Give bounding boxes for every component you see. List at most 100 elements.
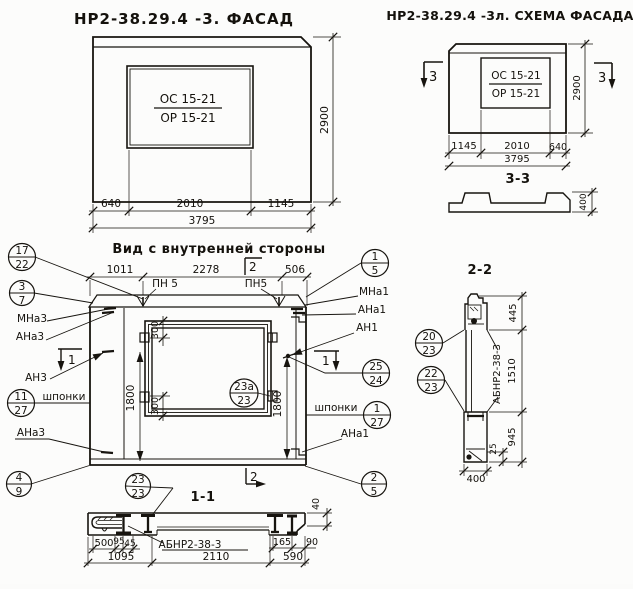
section-mark-1: 1 xyxy=(68,353,76,367)
svg-text:АНа1: АНа1 xyxy=(358,304,386,316)
section-mark-2: 2 xyxy=(249,260,257,274)
svg-text:25: 25 xyxy=(369,361,382,373)
s11-dim-row1: 500 95 45 xyxy=(88,537,140,554)
pn5-right-leader xyxy=(260,288,278,300)
dim-25: 25 xyxy=(489,443,499,454)
svg-text:1: 1 xyxy=(372,251,379,263)
s11-dim-right: 165 90 xyxy=(268,537,318,553)
title-inner-view: Вид с внутренней стороны xyxy=(112,242,325,257)
dim-1145: 1145 xyxy=(268,198,295,210)
s11-dim-40: 40 xyxy=(307,498,332,531)
label-ana1-bottom: АНа1 xyxy=(301,428,369,453)
dim-1800: 1800 xyxy=(125,385,137,412)
s11-profiles xyxy=(116,514,297,535)
anchor-marks-right-column xyxy=(282,307,306,456)
section-mark-3: 3 xyxy=(429,70,437,85)
inner-dim-row-top: 1011 2278 506 xyxy=(85,264,312,306)
section-mark-1: 1 xyxy=(322,354,330,368)
dim-95: 95 xyxy=(113,537,124,547)
schema-view: ОС 15-21 ОР 15-21 3 3 2900 1145 2010 640 xyxy=(420,39,616,217)
s22-dim-400: 400 xyxy=(459,464,492,485)
schema-ext-lines xyxy=(448,110,567,159)
dim-1095: 1095 xyxy=(108,551,135,563)
svg-text:АН1: АН1 xyxy=(356,322,378,334)
pn5-right-label: ПН5 xyxy=(245,278,267,290)
callout-1-27: 1 27 шпонки xyxy=(306,400,392,430)
svg-text:23: 23 xyxy=(237,395,250,407)
dim-2278: 2278 xyxy=(193,264,220,276)
section-1-1: 1-1 АБНР2-38-3 xyxy=(83,490,332,568)
callout-23a-23: 23а 23 xyxy=(229,378,271,408)
facade-view: ОС 15-21 ОР 15-21 640 2010 1145 3795 290… xyxy=(88,32,341,233)
title-schema: НР2-38.29.4 -3л. СХЕМА ФАСАДА xyxy=(386,8,633,23)
window-anchor-plates xyxy=(139,332,278,403)
dim-2010: 2010 xyxy=(504,141,529,152)
dim-3795: 3795 xyxy=(504,154,529,165)
s22-dim-25: 25 xyxy=(487,443,508,467)
facade-extension-lines xyxy=(92,36,341,233)
dim-1510: 1510 xyxy=(507,358,518,383)
callout-4-9: 4 9 xyxy=(5,464,92,498)
section-mark-3: 3 xyxy=(598,71,606,86)
svg-text:МНа3: МНа3 xyxy=(17,313,47,325)
svg-text:4: 4 xyxy=(16,472,23,484)
dim-165: 165 xyxy=(273,537,291,548)
facade-dim-row1: 640 2010 1145 xyxy=(88,198,316,216)
svg-text:АНа1: АНа1 xyxy=(341,428,369,440)
callout-1-5: 1 5 xyxy=(305,248,390,298)
callout-11-27: 11 27 шпонки xyxy=(6,388,90,418)
s22-dim-column: 445 1510 945 xyxy=(479,291,527,468)
facade-window-inner xyxy=(129,68,251,146)
dim-2900: 2900 xyxy=(318,106,331,134)
section-mark-2: 2 xyxy=(250,470,258,484)
dim-300: 300 xyxy=(150,397,161,415)
svg-text:27: 27 xyxy=(14,405,27,417)
dim-2010: 2010 xyxy=(177,198,204,210)
dim-506: 506 xyxy=(285,264,305,276)
inner-window-frame xyxy=(144,320,272,417)
callout-23-23: 23 23 xyxy=(124,472,174,515)
svg-text:23: 23 xyxy=(131,488,144,500)
s22-bottom-node xyxy=(463,411,488,463)
svg-text:7: 7 xyxy=(19,295,26,307)
schema-window-opening xyxy=(480,57,551,109)
svg-text:9: 9 xyxy=(16,486,23,498)
dim-640: 640 xyxy=(101,198,121,210)
label-an1: АН1 xyxy=(290,322,378,359)
s11-beam-label: АБНР2-38-3 xyxy=(127,525,248,551)
schema-window-mark-top: ОС 15-21 xyxy=(491,70,540,82)
dim-2110: 2110 xyxy=(203,551,230,563)
svg-text:23: 23 xyxy=(422,345,435,357)
pn5-left-leader xyxy=(144,288,157,300)
svg-text:3: 3 xyxy=(19,281,26,293)
svg-text:22: 22 xyxy=(424,368,437,380)
dim-400: 400 xyxy=(579,193,589,210)
s22-beam-label: АБНР2-38-3 xyxy=(486,329,503,413)
s11-left-channel xyxy=(91,516,122,532)
facade-dim-row2: 3795 xyxy=(88,215,316,233)
schema-dim-row1: 1145 2010 640 xyxy=(444,141,571,158)
label-mna1: МНа1 xyxy=(304,286,389,306)
section-1-1-title: 1-1 xyxy=(191,490,216,505)
facade-window-opening xyxy=(126,65,254,149)
dim-1800: 1800 xyxy=(272,391,284,418)
dim-90: 90 xyxy=(306,537,318,548)
label-ana3-bottom: АНа3 xyxy=(15,427,105,453)
svg-text:МНа1: МНа1 xyxy=(359,286,389,298)
dim-640: 640 xyxy=(549,142,567,153)
dim-300-top: 300 xyxy=(150,316,170,346)
label-an3: АН3 xyxy=(25,349,105,384)
title-facade: НР2-38.29.4 -3. ФАСАД xyxy=(74,10,294,28)
svg-text:11: 11 xyxy=(14,391,27,403)
schema-dim-400: 400 xyxy=(572,187,598,217)
svg-text:17: 17 xyxy=(15,245,28,257)
callout-2-5: 2 5 xyxy=(304,465,388,498)
inner-band-notch-left xyxy=(136,295,150,307)
dim-445: 445 xyxy=(508,303,519,322)
dim-300-bottom: 300 xyxy=(150,391,170,421)
shponki-left-label: шпонки xyxy=(43,391,86,403)
svg-text:27: 27 xyxy=(370,417,383,429)
svg-text:1: 1 xyxy=(374,403,381,415)
dim-45: 45 xyxy=(124,539,135,549)
callout-25-24: 25 24 xyxy=(288,356,391,388)
